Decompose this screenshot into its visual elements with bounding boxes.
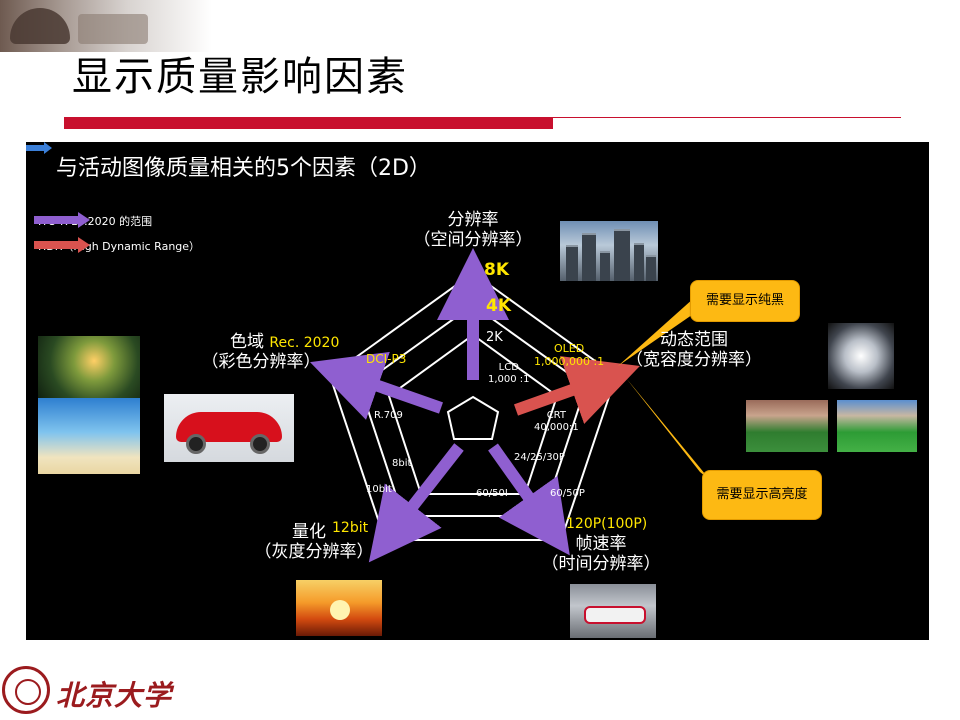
photo-sunset bbox=[296, 580, 382, 636]
tick-4k: 4K bbox=[486, 296, 512, 316]
arrow-gamut bbox=[310, 351, 443, 420]
pentagon-ring-3 bbox=[387, 333, 559, 495]
axis-quantization-name: 量化 （灰度分辨率） bbox=[246, 522, 382, 563]
tick-crt: CRT 40,000:1 bbox=[534, 410, 579, 434]
corner-photo-building bbox=[78, 14, 148, 44]
panel-title: 与活动图像质量相关的5个因素（2D） bbox=[56, 156, 431, 181]
radar-diagram bbox=[310, 248, 710, 563]
diagram-panel: 与活动图像质量相关的5个因素（2D） ITU-R BT.2020 的范围 HDR… bbox=[26, 142, 929, 640]
axis-quantization-title: 量化 bbox=[292, 522, 326, 542]
photo-race-car bbox=[570, 584, 656, 638]
arrow-dynamic-range bbox=[513, 356, 640, 424]
legend-arrow-purple-icon bbox=[34, 212, 90, 228]
axis-gamut-subtitle: （彩色分辨率） bbox=[201, 352, 321, 373]
tick-crt-value: 40,000:1 bbox=[534, 422, 579, 433]
university-name: 北京大学 bbox=[56, 679, 173, 712]
slide-title: 显示质量影响因素 bbox=[72, 54, 408, 100]
photo-red-sports-car bbox=[164, 394, 294, 462]
tick-2k: 2K bbox=[486, 330, 503, 345]
callout-bright-pointer bbox=[626, 378, 710, 480]
tick-60-50p: 60/50P bbox=[550, 488, 585, 499]
axis-frame-rate-title: 帧速率 bbox=[575, 534, 627, 554]
callout-need-high-brightness: 需要显示高亮度 bbox=[702, 470, 822, 520]
axis-quantization-subtitle: （灰度分辨率） bbox=[254, 542, 374, 563]
university-seal-icon bbox=[2, 666, 50, 714]
callout-need-pure-black: 需要显示纯黑 bbox=[690, 280, 800, 322]
tick-8k: 8K bbox=[484, 260, 510, 280]
legend-arrow-red-icon bbox=[34, 237, 90, 253]
photo-backlit-leaves bbox=[38, 336, 140, 398]
tick-crt-label: CRT bbox=[546, 410, 567, 421]
axis-gamut-title-row: 色域 Rec. 2020 bbox=[186, 332, 340, 352]
corner-photo-roof bbox=[10, 8, 70, 44]
tick-r709: R.709 bbox=[374, 410, 403, 421]
tick-12bit: 12bit bbox=[332, 520, 369, 536]
tick-oled: OLED 1,000,000 :1 bbox=[534, 342, 604, 368]
tick-oled-label: OLED bbox=[553, 342, 585, 355]
pentagon-ring-inner bbox=[446, 395, 500, 440]
photo-city-skyline bbox=[560, 221, 658, 281]
tick-10bit: 10bit bbox=[366, 484, 392, 495]
corner-photo bbox=[0, 0, 212, 52]
arrow-frame-rate bbox=[488, 443, 570, 556]
tick-oled-value: 1,000,000 :1 bbox=[534, 355, 605, 369]
tick-120p: 120P(100P) bbox=[566, 516, 648, 532]
axis-dynamic-range-name: 动态范围 （宽容度分辨率） bbox=[624, 330, 764, 371]
axis-resolution-title: 分辨率 bbox=[447, 210, 499, 230]
axis-gamut-name: 色域 Rec. 2020 （彩色分辨率） bbox=[186, 332, 340, 373]
tick-lcd: LCD 1,000 :1 bbox=[488, 362, 530, 386]
axis-frame-rate-subtitle: （时间分辨率） bbox=[541, 554, 661, 575]
photo-palm-beach bbox=[38, 398, 140, 474]
photo-diamond bbox=[828, 323, 894, 389]
tick-lcd-value: 1,000 :1 bbox=[488, 374, 530, 385]
university-logo: 北京大学 bbox=[2, 664, 178, 718]
arrow-quantization bbox=[368, 443, 464, 563]
tick-lcd-label: LCD bbox=[498, 362, 519, 373]
tick-8bit: 8bit bbox=[392, 458, 412, 469]
tick-rec2020: Rec. 2020 bbox=[269, 335, 340, 351]
tick-60-50i: 60/50I bbox=[476, 488, 508, 499]
photo-stadium-hdr bbox=[837, 400, 917, 452]
tick-dci-p3: DCI-P3 bbox=[366, 352, 407, 366]
axis-resolution-name: 分辨率 （空间分辨率） bbox=[412, 210, 534, 251]
callout-black-pointer bbox=[618, 298, 702, 366]
axis-dynamic-range-title: 动态范围 bbox=[660, 330, 728, 350]
tick-24-25-30p: 24/25/30P bbox=[514, 452, 565, 463]
legend-item-hdr: HDR（High Dynamic Range） bbox=[34, 237, 200, 255]
axis-dynamic-range-subtitle: （宽容度分辨率） bbox=[626, 350, 762, 371]
axis-resolution-subtitle: （空间分辨率） bbox=[413, 230, 533, 251]
photo-stadium-sdr bbox=[746, 400, 828, 452]
axis-gamut-title: 色域 bbox=[230, 332, 264, 352]
title-underline-thick bbox=[64, 117, 553, 129]
axis-frame-rate-name: 帧速率 （时间分辨率） bbox=[536, 534, 666, 575]
stadium-arrow-icon bbox=[26, 142, 52, 154]
title-underline-thin bbox=[553, 117, 901, 118]
legend-item-bt2020: ITU-R BT.2020 的范围 bbox=[34, 212, 152, 230]
